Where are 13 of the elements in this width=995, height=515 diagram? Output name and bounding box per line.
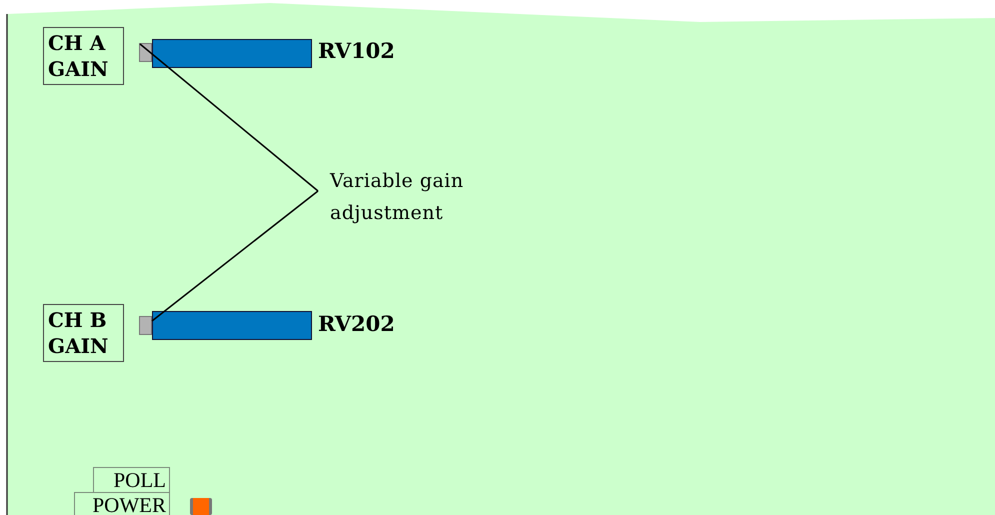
label-plate: CH B GAIN (43, 304, 124, 362)
label-plate: POLL (93, 467, 170, 493)
callout-text: Variable gain adjustment (318, 165, 518, 235)
label-plate: POWER (74, 492, 170, 515)
part-designator: RV202 (318, 311, 395, 336)
leader-line (152, 190, 318, 322)
part-designator: RV102 (318, 38, 395, 63)
label-plate: CH A GAIN (43, 27, 124, 85)
leader-line (140, 43, 318, 192)
potentiometer-body (152, 39, 312, 68)
potentiometer-body (152, 311, 312, 340)
trimmer-knob (139, 316, 152, 335)
trimmer-knob (139, 43, 152, 62)
